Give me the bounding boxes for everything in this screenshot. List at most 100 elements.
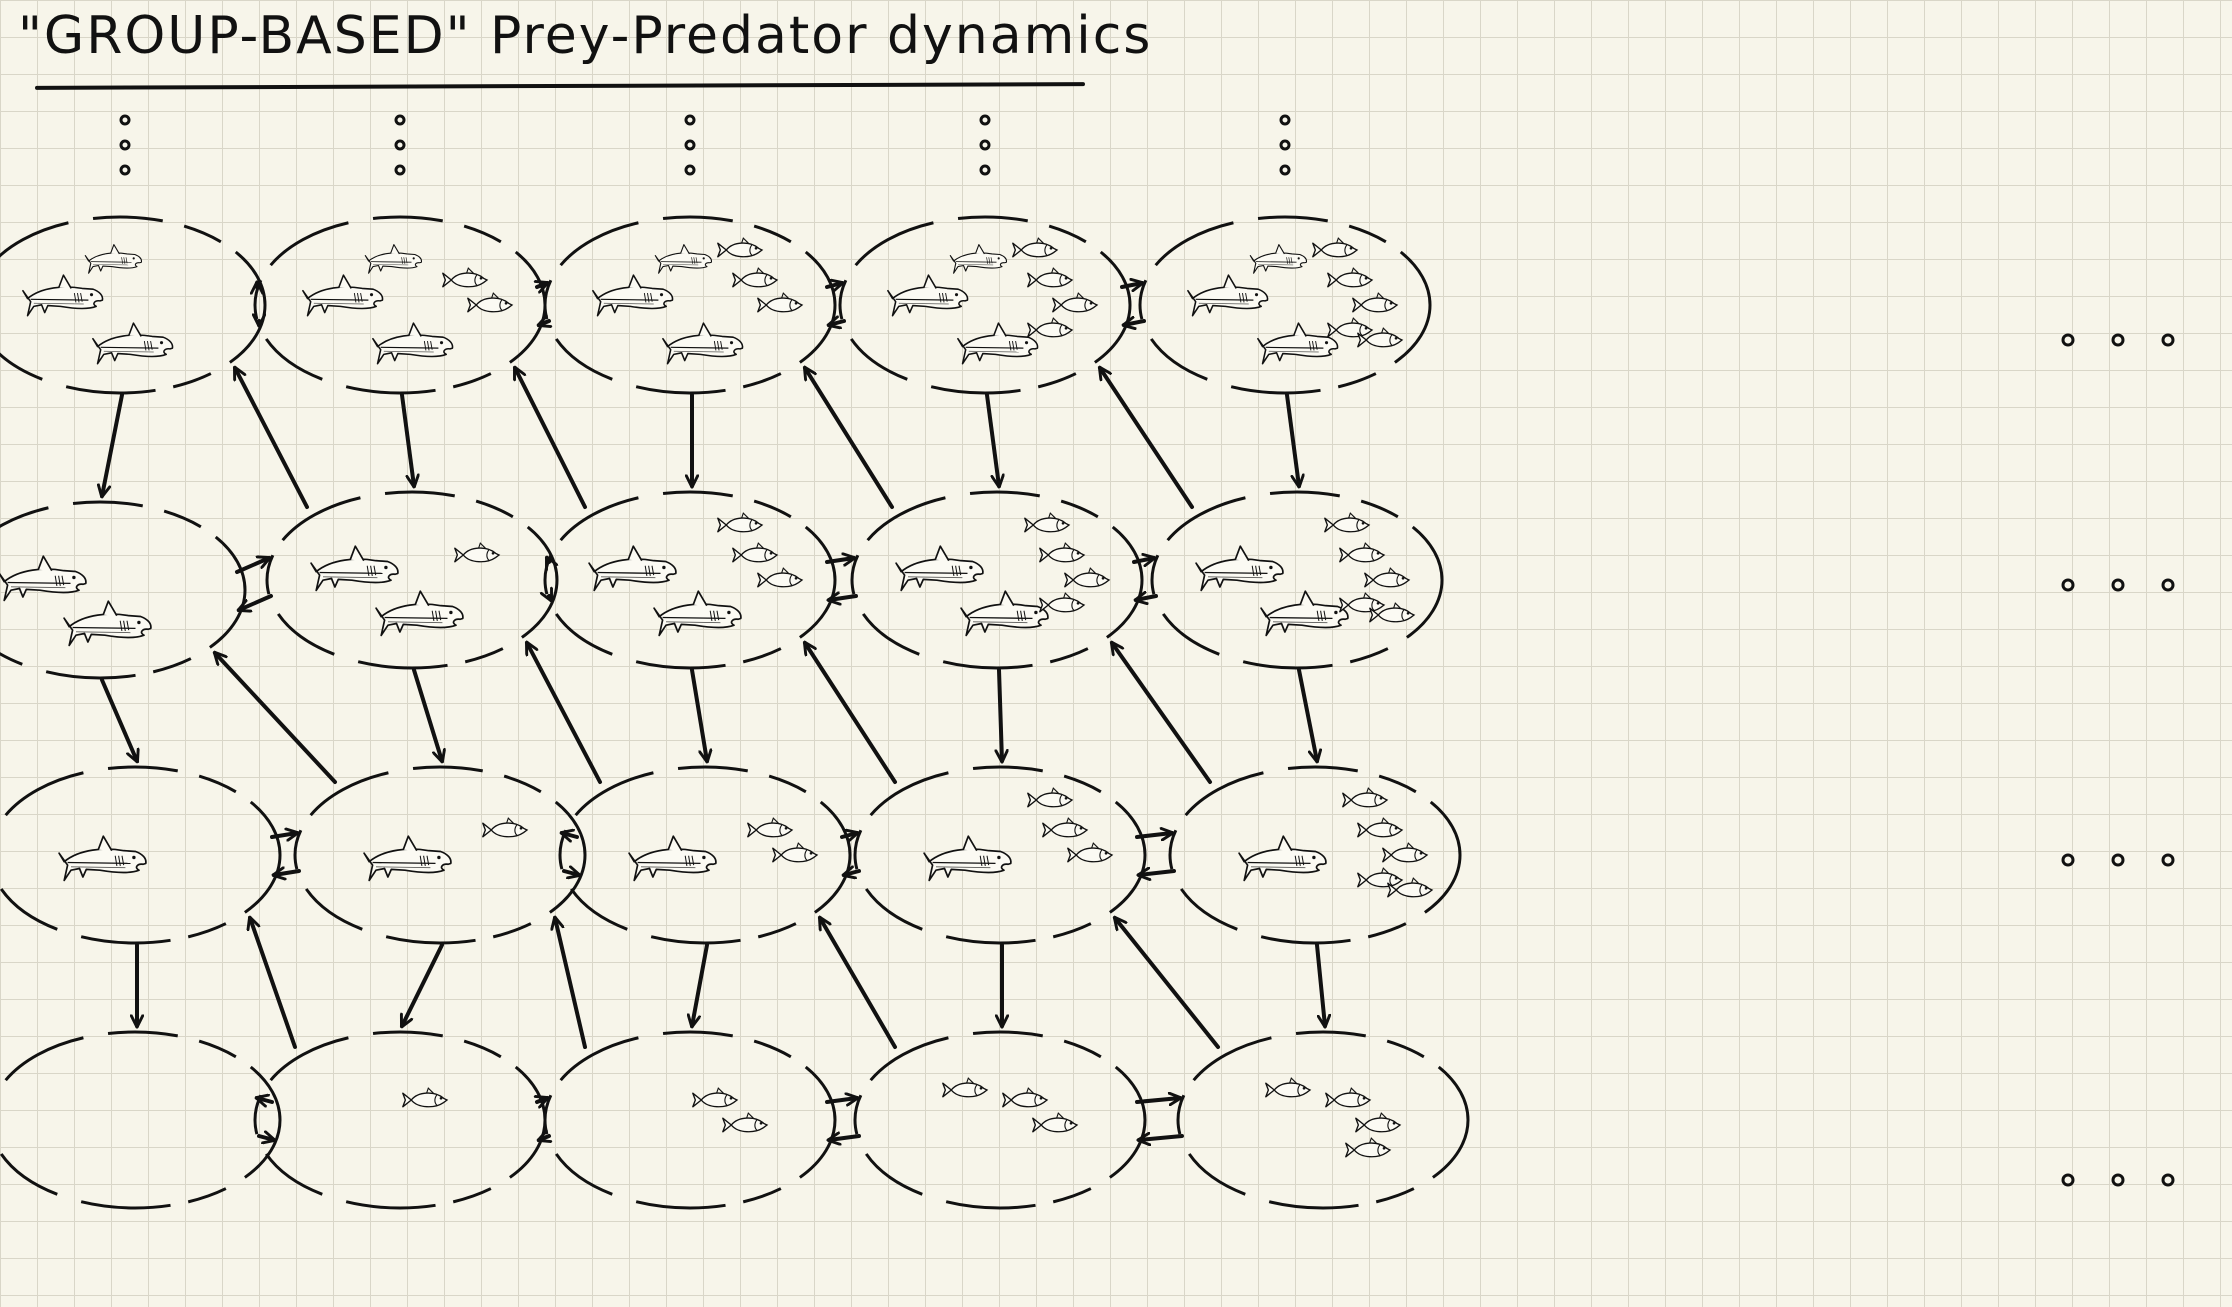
fish-icon [1012,237,1058,258]
shark-icon [363,835,452,882]
state-node [293,765,587,945]
fish-icon [1339,542,1385,563]
group-boundary [293,765,587,945]
shark-icon [364,244,423,274]
continuation-dot [2111,333,2125,347]
fish-icon [454,542,500,563]
fish-icon [1265,1077,1311,1098]
state-node [1150,490,1444,670]
shark-icon [302,274,384,317]
fish-icon [1327,267,1373,288]
continuation-dot [394,164,406,176]
group-boundary [1168,765,1462,945]
fish-icon [1064,567,1110,588]
continuation-dot [2061,1173,2075,1187]
group-boundary [0,1030,282,1210]
shark-icon [1238,835,1327,882]
group-boundary [1176,1030,1470,1210]
continuation-dot [2161,578,2175,592]
fish-icon [1042,817,1088,838]
shark-icon [1260,590,1349,637]
fish-icon [1024,512,1070,533]
state-node [558,765,852,945]
group-boundary [853,1030,1147,1210]
shark-icon [628,835,717,882]
state-node [853,1030,1147,1210]
fish-icon [1039,542,1085,563]
transition-arrow [1139,1136,1184,1140]
transition-arrow [233,368,309,509]
shark-icon [0,555,87,602]
continuation-dot [1279,139,1291,151]
transition-arrow [102,393,124,496]
fish-icon [942,1077,988,1098]
continuation-dot [2061,333,2075,347]
group-boundary [543,215,837,395]
fish-icon [1325,1087,1371,1108]
fish-icon [482,817,528,838]
transition-arrow [825,283,842,287]
fish-icon [1039,592,1085,613]
group-boundary [850,490,1144,670]
transition-arrow [1139,871,1176,875]
continuation-dot [2061,578,2075,592]
continuation-dot [119,139,131,151]
fish-icon [1027,267,1073,288]
continuation-dot [979,164,991,176]
state-node [253,215,547,395]
continuation-dot [979,114,991,126]
state-node [853,765,1147,945]
shark-icon [58,835,147,882]
continuation-dot [2161,853,2175,867]
fish-icon [1067,842,1113,863]
shark-icon [1249,244,1308,274]
transition-arrow [805,643,897,784]
fish-icon [1327,317,1373,338]
shark-icon [949,244,1008,274]
fish-icon [1027,317,1073,338]
continuation-dot [684,164,696,176]
fish-icon [722,1112,768,1133]
fish-icon [1342,787,1388,808]
state-node [1176,1030,1470,1210]
transition-arrow [100,678,137,761]
transition-arrow [840,833,857,837]
group-boundary [0,500,247,680]
shark-icon [923,835,1012,882]
shark-icon [662,322,744,365]
transition-arrow [1115,918,1220,1049]
group-boundary [1150,490,1444,670]
fish-icon [1355,1112,1401,1133]
transition-arrow [513,368,587,509]
transition-arrow [690,668,707,761]
transition-arrow [412,668,442,761]
shark-icon [84,244,143,274]
fish-icon [1052,292,1098,313]
group-boundary [558,765,852,945]
transition-arrow [999,668,1002,761]
state-node [838,215,1132,395]
shark-icon [653,590,742,637]
transition-arrow [985,393,999,486]
fish-icon [467,292,513,313]
transition-arrow [805,368,894,509]
fish-icon [692,1087,738,1108]
continuation-dot [2161,1173,2175,1187]
shark-icon [372,322,454,365]
page-title: "GROUP-BASED" Prey-Predator dynamics [18,6,1153,66]
transition-arrow [239,594,273,610]
transition-arrow [250,918,297,1049]
transition-arrow [549,596,553,600]
continuation-dot [684,139,696,151]
transition-arrow [562,871,579,875]
shark-icon [588,545,677,592]
group-boundary [253,1030,547,1210]
group-boundary [0,765,282,945]
fish-icon [747,817,793,838]
shark-icon [1195,545,1284,592]
fish-icon [1345,1137,1391,1158]
fish-icon [1339,592,1385,613]
shark-icon [63,600,152,647]
continuation-dot [2111,1173,2125,1187]
shark-icon [960,590,1049,637]
